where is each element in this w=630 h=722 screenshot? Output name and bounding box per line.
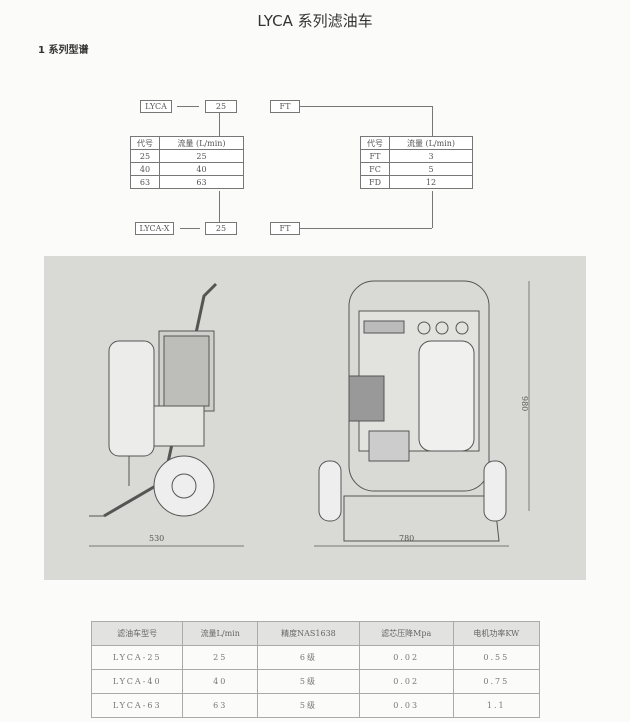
header-cell: 流量 (L/min): [159, 136, 244, 150]
header-cell: 滤油车型号: [90, 621, 184, 646]
cell: 12: [389, 175, 473, 189]
spec-table: 滤油车型号 流量L/min 精度NAS1638 滤芯压降Mpa 电机功率KW L…: [90, 621, 541, 718]
flow-box-bottom: 25: [205, 222, 237, 235]
cell: 63: [182, 693, 259, 718]
header-cell: 代号: [130, 136, 160, 150]
cell: 0.02: [358, 645, 454, 670]
header-cell: 滤芯压降Mpa: [358, 621, 454, 646]
cell: FD: [360, 175, 390, 189]
cell: LYCA-25: [90, 645, 184, 670]
cell: 5级: [257, 693, 360, 718]
cell: 5级: [257, 669, 360, 694]
header-cell: 电机功率KW: [452, 621, 541, 646]
connector: [219, 113, 220, 136]
connector: [432, 191, 433, 228]
cell: 25: [182, 645, 259, 670]
side-width-dim: 530: [149, 534, 164, 543]
front-view: [314, 280, 530, 547]
filter-box-top: FT: [270, 100, 300, 113]
connector: [299, 106, 432, 107]
header-cell: 流量L/min: [182, 621, 259, 646]
connector: [180, 228, 200, 229]
cell: 25: [130, 149, 160, 163]
cell: 63: [130, 175, 160, 189]
connector: [177, 106, 199, 107]
header-cell: 代号: [360, 136, 390, 150]
cell: FC: [360, 162, 390, 176]
header-cell: 流量 (L/min): [389, 136, 473, 150]
cell: 0.03: [358, 693, 454, 718]
front-width-dim: 780: [399, 534, 414, 543]
side-view: [89, 282, 244, 547]
cell: 0.02: [358, 669, 454, 694]
cell: FT: [360, 149, 390, 163]
cell: LYCA-40: [90, 669, 184, 694]
drawing-panel: 530 780 980: [44, 256, 586, 580]
page-title: LYCA 系列滤油车: [257, 12, 373, 30]
connector: [299, 228, 432, 229]
model-box-top: LYCA: [140, 100, 172, 113]
section-heading: 1 系列型谱: [38, 45, 89, 56]
filter-cart-drawing: 530 780 980: [89, 280, 530, 547]
connector: [432, 106, 433, 136]
cell: 1.1: [452, 693, 541, 718]
model-box-bottom: LYCA-X: [135, 222, 174, 235]
cell: LYCA-63: [90, 693, 184, 718]
connector: [219, 191, 220, 222]
cell: 25: [159, 149, 244, 163]
cell: 40: [130, 162, 160, 176]
cell: 40: [159, 162, 244, 176]
cell: 0.75: [452, 669, 541, 694]
header-cell: 精度NAS1638: [257, 621, 360, 646]
cell: 40: [182, 669, 259, 694]
cell: 0.55: [452, 645, 541, 670]
cell: 3: [389, 149, 473, 163]
flow-box-top: 25: [205, 100, 237, 113]
height-dim: 980: [520, 396, 529, 411]
cell: 63: [159, 175, 244, 189]
cell: 5: [389, 162, 473, 176]
cell: 6级: [257, 645, 360, 670]
filter-box-bottom: FT: [270, 222, 300, 235]
